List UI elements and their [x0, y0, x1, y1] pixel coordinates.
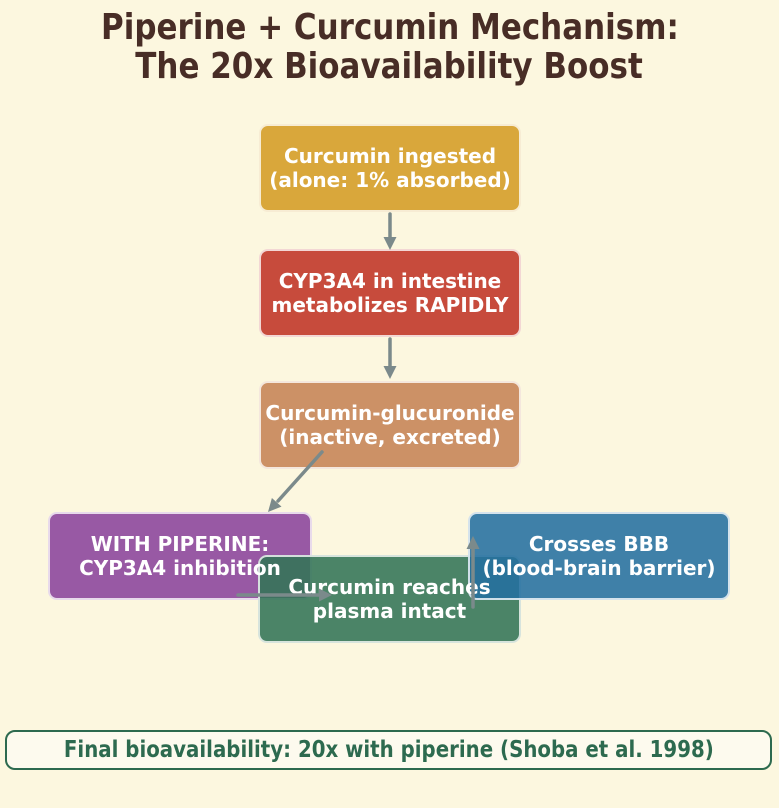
box-curcumin-ingested [259, 124, 521, 212]
footer-conclusion-text: Final bioavailability: 20x with piperine… [63, 737, 714, 763]
box-crosses-bbb-label: Crosses BBB (blood-brain barrier) [468, 512, 730, 600]
box-plasma-intact-line2: plasma intact [312, 599, 467, 623]
footer-conclusion-box: Final bioavailability: 20x with piperine… [5, 730, 772, 770]
box-curcumin-ingested-line2: (alone: 1% absorbed) [269, 168, 511, 192]
box-crosses-bbb-line2: (blood-brain barrier) [482, 556, 716, 580]
box-plasma-intact-label: Curcumin reaches plasma intact [258, 555, 521, 643]
box-cyp3a4-metabolism [259, 249, 521, 337]
box-with-piperine-line1: WITH PIPERINE: [90, 531, 270, 556]
box-with-piperine-line2: CYP3A4 inhibition [79, 556, 281, 580]
box-curcumin-ingested-label: Curcumin ingested (alone: 1% absorbed) [259, 124, 521, 212]
box-cyp3a4-metabolism-line2: metabolizes RAPIDLY [271, 293, 509, 317]
arrow-cyp3a4-to-glucuronide [383, 337, 397, 379]
box-curcumin-glucuronide-line1: Curcumin-glucuronide [265, 400, 515, 425]
box-crosses-bbb-line1: Crosses BBB [528, 531, 670, 556]
diagram-title: Piperine + Curcumin Mechanism: The 20x B… [0, 8, 779, 86]
box-curcumin-glucuronide-line2: (inactive, excreted) [279, 425, 501, 449]
box-crosses-bbb [468, 512, 730, 600]
box-curcumin-ingested-line1: Curcumin ingested [283, 143, 497, 168]
diagram-title-line2: The 20x Bioavailability Boost [135, 46, 644, 87]
box-cyp3a4-metabolism-line1: CYP3A4 in intestine [278, 268, 502, 293]
box-plasma-intact-line1: Curcumin reaches [288, 574, 491, 599]
box-cyp3a4-metabolism-label: CYP3A4 in intestine metabolizes RAPIDLY [259, 249, 521, 337]
arrow-ingested-to-cyp3a4 [383, 212, 397, 250]
box-curcumin-glucuronide-label: Curcumin-glucuronide (inactive, excreted… [259, 381, 521, 469]
diagram-title-line1: Piperine + Curcumin Mechanism: [100, 7, 679, 48]
box-with-piperine-label: WITH PIPERINE: CYP3A4 inhibition [48, 512, 312, 600]
